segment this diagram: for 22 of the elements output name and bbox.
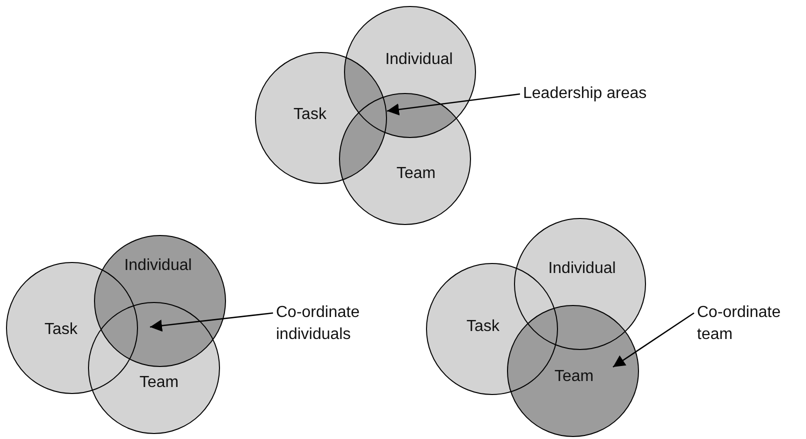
venn-circle [94,235,226,367]
circle-label: Individual [385,51,453,69]
circle-label: Task [466,318,500,336]
circle-label: Individual [548,260,616,278]
venn-circle [339,93,471,225]
circle-label: Team [396,165,436,183]
venn-circle [255,52,387,184]
circle-label: Team [139,374,179,392]
venn-circle [88,302,220,434]
leader-arrow [386,93,520,116]
venn-circle [507,305,639,437]
venn-circle [514,218,646,350]
circle-label: Task [44,321,78,339]
circle-label: Team [554,368,594,386]
venn-circle [344,6,476,138]
callout-text: Co-ordinate team [697,303,782,345]
leader-arrow [150,312,274,332]
circle-label: Individual [124,257,192,275]
callout-text: Leadership areas [523,84,648,104]
callout-text: Co-ordinate individuals [276,303,361,345]
circle-label: Task [294,106,326,124]
leader-arrow [612,312,694,368]
